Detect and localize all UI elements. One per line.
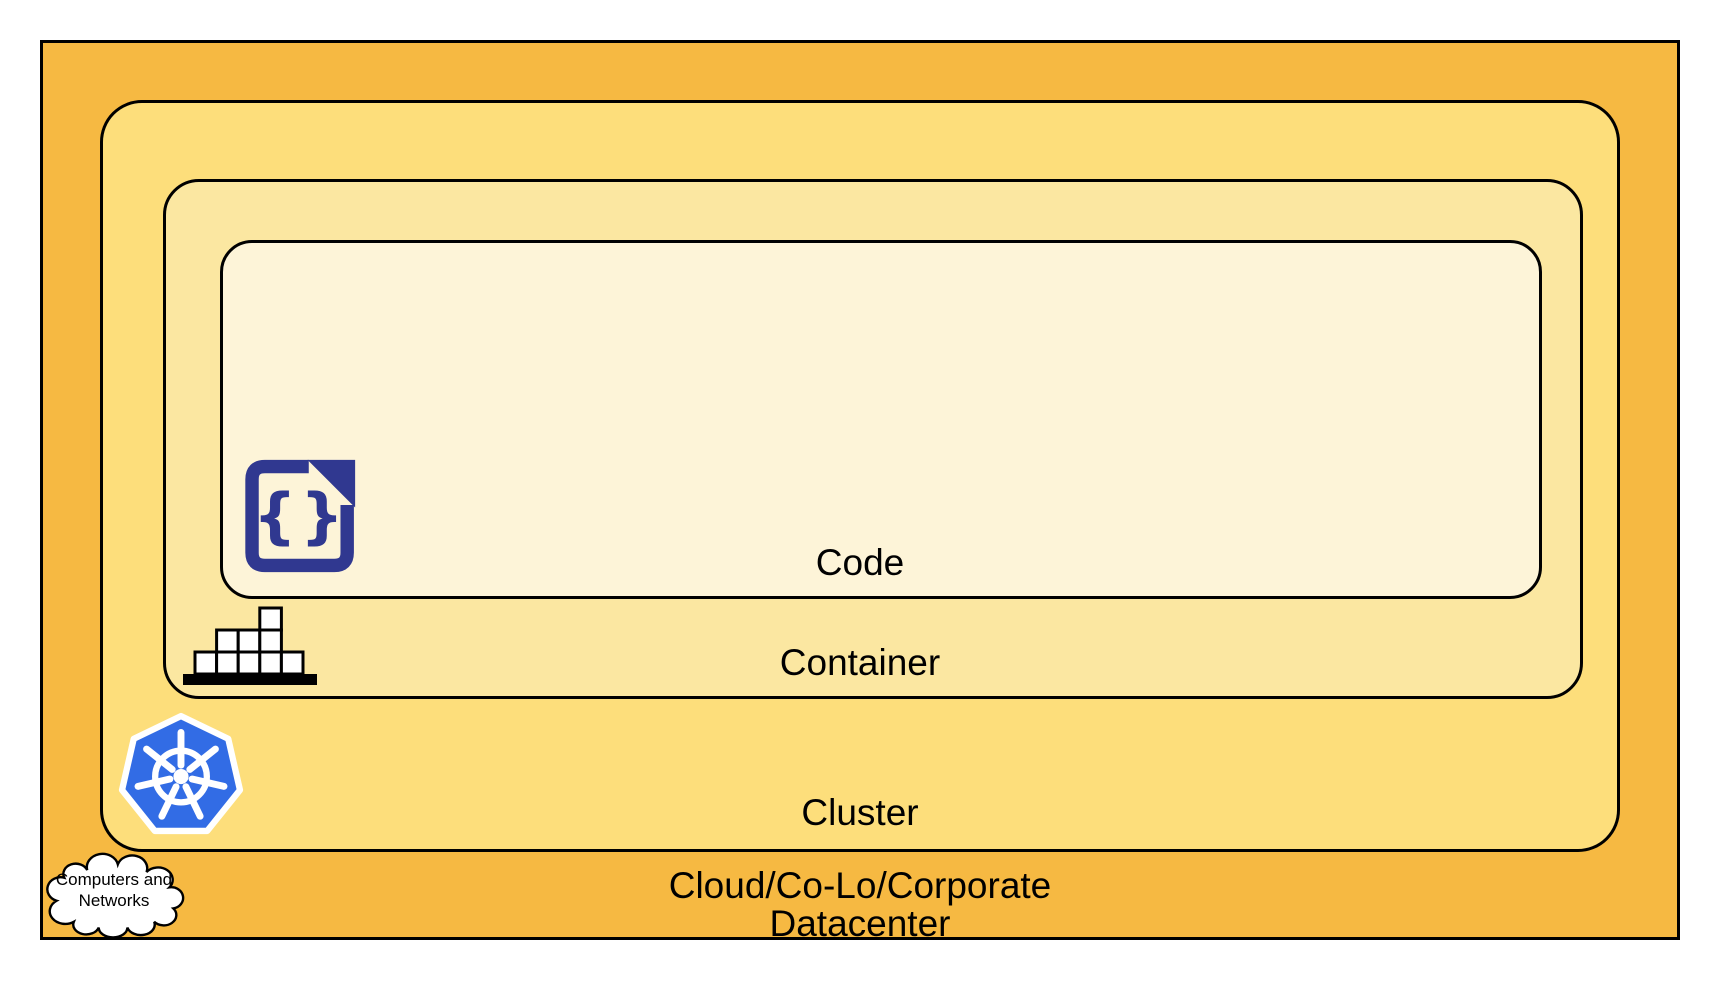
container-layer-label: Container xyxy=(779,642,941,683)
datacenter-layer-label: Cloud/Co-Lo/Corporate Datacenter xyxy=(0,867,1720,943)
datacenter-label-line1: Cloud/Co-Lo/Corporate xyxy=(668,865,1052,906)
cluster-layer-label: Cluster xyxy=(801,792,919,833)
svg-text:{}: {} xyxy=(253,481,347,552)
cloud-label-line2: Networks xyxy=(78,891,150,910)
cloud-icon xyxy=(46,852,185,939)
container-blocks-icon xyxy=(183,606,317,685)
datacenter-label-line2: Datacenter xyxy=(769,903,951,944)
code-layer-label: Code xyxy=(815,542,905,583)
cloud-label-line1: Computers and xyxy=(55,870,173,889)
cloud-callout-label: Computers and Networks xyxy=(40,869,188,911)
code-layer-box xyxy=(220,240,1542,599)
kubernetes-helm-icon xyxy=(118,712,244,835)
code-file-icon: {} xyxy=(245,459,356,573)
